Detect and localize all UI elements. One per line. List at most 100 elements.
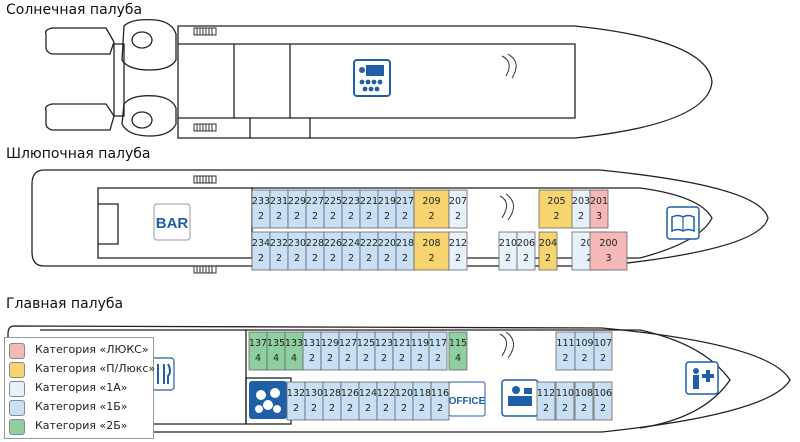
cabin-box xyxy=(538,231,558,271)
cabin-number: 135 xyxy=(267,338,285,349)
cabin-berths: 2 xyxy=(455,253,461,264)
cabin-berths: 2 xyxy=(363,353,369,364)
cabin-number: 224 xyxy=(342,238,360,249)
cabin-number: 222 xyxy=(360,238,378,249)
cabin-berths: 2 xyxy=(578,211,584,222)
cabin-box xyxy=(589,231,628,271)
legend-swatch-lux xyxy=(9,343,25,359)
bar-icon xyxy=(153,203,191,241)
legend-swatch-1b xyxy=(9,400,25,416)
cabin-number: 106 xyxy=(594,388,612,399)
cabin-berths: 2 xyxy=(311,403,317,414)
cabin-berths: 2 xyxy=(600,403,606,414)
cabin-number: 218 xyxy=(396,238,414,249)
cabin-berths: 2 xyxy=(276,253,282,264)
sun-deck-center-block xyxy=(178,43,576,119)
cabin-box xyxy=(516,231,536,271)
cabin-berths: 2 xyxy=(586,253,592,264)
sun-deck-stern-mid xyxy=(121,18,177,71)
boat-deck-outline xyxy=(31,169,769,267)
cabin-number: 209 xyxy=(422,196,440,207)
cabin-berths: 2 xyxy=(600,353,606,364)
legend-swatch-1a xyxy=(9,381,25,397)
cabin-berths: 4 xyxy=(273,353,279,364)
cabin-number: 111 xyxy=(556,338,574,349)
cabin-berths: 2 xyxy=(384,211,390,222)
cabin-number: 212 xyxy=(449,238,467,249)
cabin-box xyxy=(555,381,575,421)
cabin-number: 233 xyxy=(252,196,270,207)
cabin-box xyxy=(589,189,609,229)
cabin-berths: 3 xyxy=(605,253,611,264)
deck-title-sun: Солнечная палуба xyxy=(6,2,143,18)
cabin-number: 223 xyxy=(342,196,360,207)
cabin-berths: 2 xyxy=(258,211,264,222)
cabin-number: 220 xyxy=(378,238,396,249)
cabin-berths: 2 xyxy=(399,353,405,364)
cabin-berths: 2 xyxy=(309,353,315,364)
cabin-number: 231 xyxy=(270,196,288,207)
cabin-number: 137 xyxy=(249,338,267,349)
cabin-number: 227 xyxy=(306,196,324,207)
legend: Категория «ЛЮКС» Категория «П/Люкс» Кате… xyxy=(4,337,155,439)
cabin-berths: 2 xyxy=(347,403,353,414)
